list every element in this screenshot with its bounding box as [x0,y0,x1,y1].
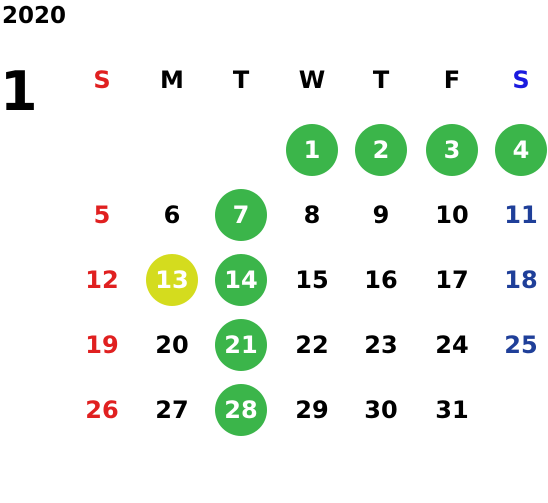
day-30[interactable]: 30 [364,396,398,424]
day-8[interactable]: 8 [303,201,321,229]
day-11[interactable]: 11 [504,201,538,229]
weekday-sat: S [512,66,530,94]
day-12[interactable]: 12 [85,266,119,294]
day-7[interactable]: 7 [215,189,267,241]
day-13[interactable]: 13 [146,254,198,306]
year-label: 2020 [2,3,67,29]
day-26[interactable]: 26 [85,396,119,424]
weekday-mon: M [160,66,184,94]
day-15[interactable]: 15 [295,266,329,294]
weekday-tue: T [232,66,250,94]
day-19[interactable]: 19 [85,331,119,359]
day-22[interactable]: 22 [295,331,329,359]
day-10[interactable]: 10 [435,201,469,229]
day-23[interactable]: 23 [364,331,398,359]
day-4[interactable]: 4 [495,124,547,176]
day-27[interactable]: 27 [155,396,189,424]
day-2[interactable]: 2 [355,124,407,176]
day-5[interactable]: 5 [93,201,111,229]
day-1[interactable]: 1 [286,124,338,176]
day-20[interactable]: 20 [155,331,189,359]
weekday-thu: T [372,66,390,94]
day-14[interactable]: 14 [215,254,267,306]
day-9[interactable]: 9 [372,201,390,229]
day-3[interactable]: 3 [426,124,478,176]
day-31[interactable]: 31 [435,396,469,424]
day-17[interactable]: 17 [435,266,469,294]
weekday-fri: F [443,66,461,94]
weekday-wed: W [298,66,326,94]
day-24[interactable]: 24 [435,331,469,359]
day-21[interactable]: 21 [215,319,267,371]
day-18[interactable]: 18 [504,266,538,294]
day-16[interactable]: 16 [364,266,398,294]
day-29[interactable]: 29 [295,396,329,424]
day-6[interactable]: 6 [163,201,181,229]
weekday-sun: S [93,66,111,94]
month-number: 1 [0,60,38,123]
day-25[interactable]: 25 [504,331,538,359]
day-28[interactable]: 28 [215,384,267,436]
